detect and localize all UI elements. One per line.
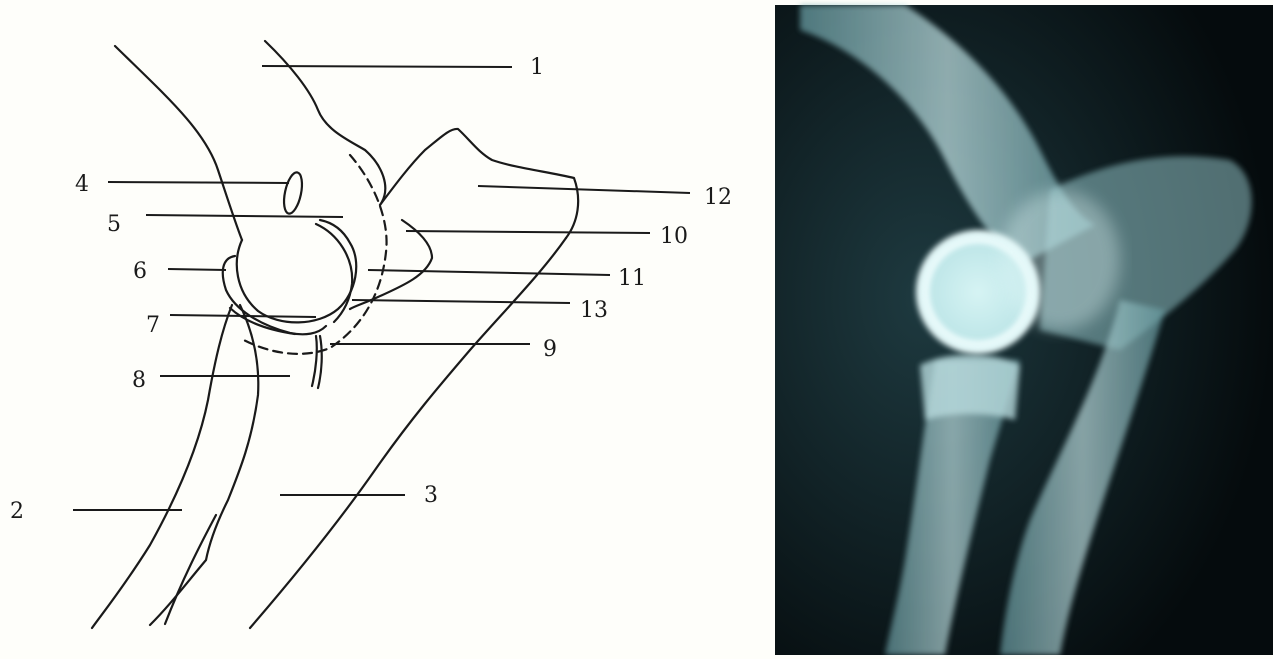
xray-radiograph (775, 5, 1273, 655)
leader-line-12 (478, 186, 690, 193)
label-4: 4 (75, 172, 89, 197)
label-5: 5 (107, 212, 121, 237)
xray-radial-head (920, 354, 1020, 420)
label-13: 13 (580, 298, 608, 323)
label-7: 7 (146, 313, 160, 338)
label-12: 12 (704, 185, 732, 210)
olecranon-outline (380, 129, 578, 238)
ulna-caudal-outline (250, 238, 566, 628)
xray-highlight (1000, 190, 1120, 330)
label-2: 2 (10, 499, 24, 524)
trochlear-notch-outline (350, 220, 432, 309)
humeral-condyle-outline (237, 220, 356, 322)
leader-line-6 (168, 269, 226, 270)
radius-inner-outline (165, 515, 216, 624)
leader-line-5 (146, 215, 343, 217)
leader-line-7 (170, 315, 316, 317)
label-9: 9 (543, 337, 557, 362)
radius-caudal-outline (150, 305, 258, 625)
label-11: 11 (618, 266, 646, 291)
leader-line-13 (352, 300, 570, 303)
leader-line-10 (406, 231, 650, 233)
label-3: 3 (424, 483, 438, 508)
leader-lines (73, 66, 690, 510)
line-drawing (92, 41, 578, 628)
sesamoid-bone-outline (281, 171, 305, 215)
callout-labels: 1 2 3 4 5 6 7 8 9 10 11 12 13 (10, 55, 732, 524)
label-6: 6 (133, 259, 147, 284)
label-1: 1 (530, 55, 544, 80)
coronoid-dashed-line (240, 155, 387, 354)
humerus-posterior-outline (115, 46, 242, 240)
radial-head-outline (223, 256, 326, 334)
leader-line-4 (108, 182, 289, 183)
label-10: 10 (660, 224, 688, 249)
label-8: 8 (132, 368, 146, 393)
coronoid-line (312, 336, 322, 388)
leader-line-1 (262, 66, 512, 67)
leader-line-11 (368, 270, 610, 275)
radius-cranial-outline (92, 305, 232, 628)
